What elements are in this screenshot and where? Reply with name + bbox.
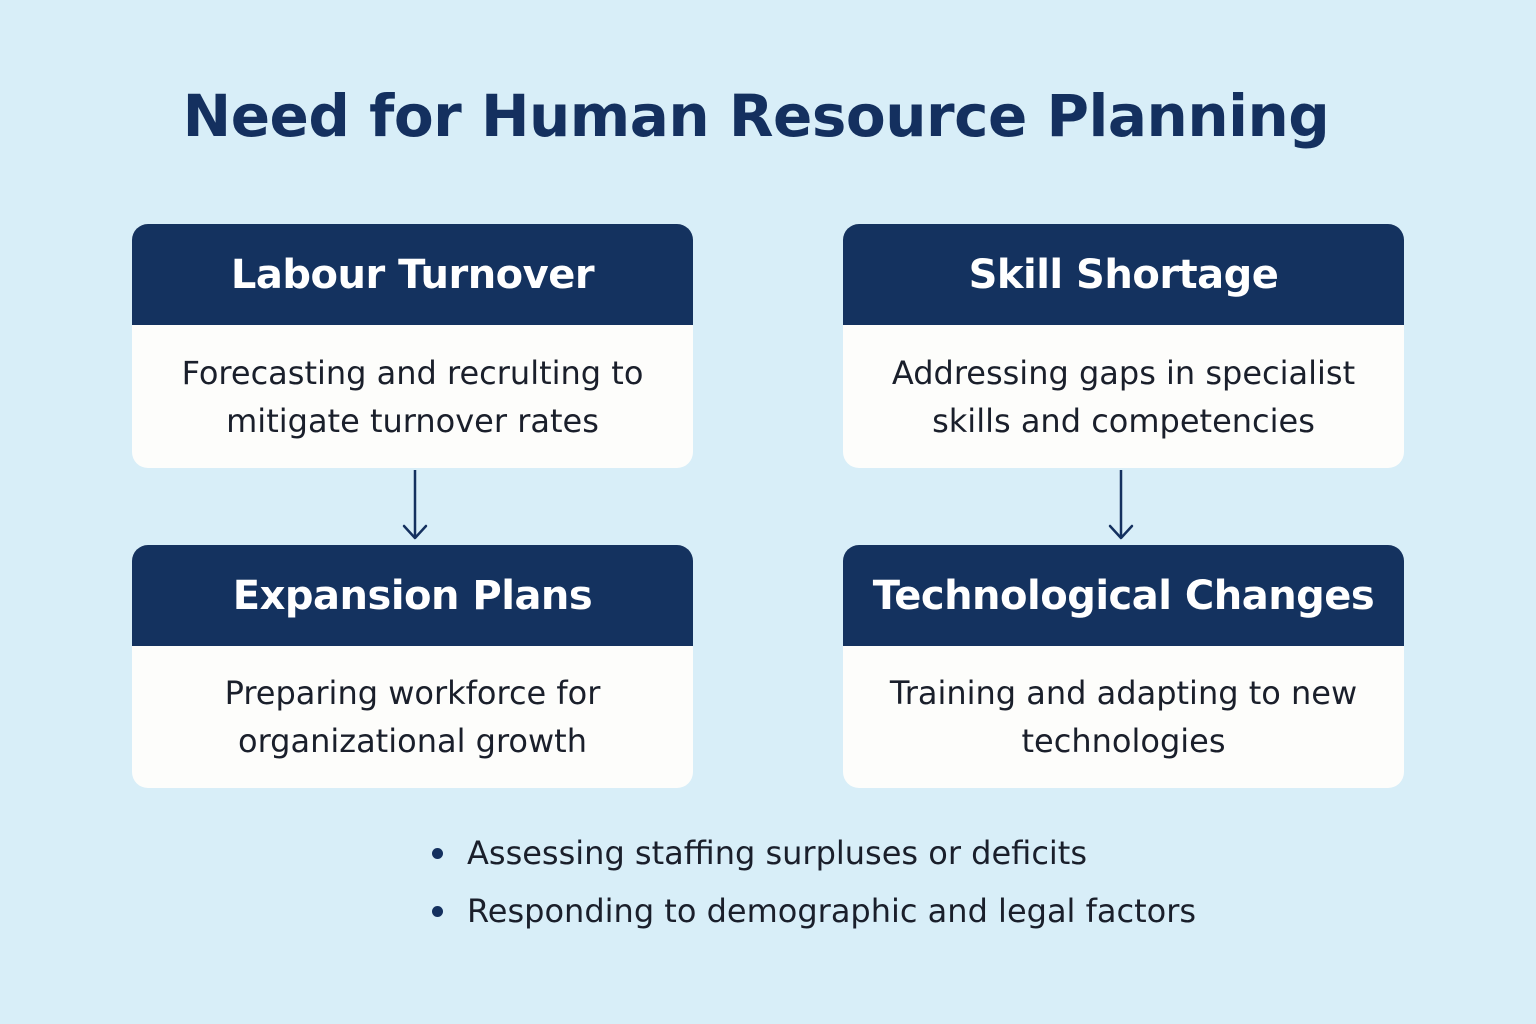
card-body: Training and adapting to new technologie… (843, 646, 1404, 788)
card-title: Technological Changes (843, 545, 1404, 646)
card-description: Forecasting and recrulting to mitigate t… (181, 353, 644, 440)
card-body: Forecasting and recrulting to mitigate t… (132, 325, 693, 468)
arrow-down-icon (1108, 470, 1134, 540)
bullet-item: Assessing staffing surpluses or deficits (430, 828, 1196, 886)
bullet-text: Responding to demographic and legal fact… (467, 892, 1197, 930)
card-title: Labour Turnover (132, 224, 693, 325)
card-technological-changes: Technological Changes Training and adapt… (843, 545, 1404, 788)
card-labour-turnover: Labour Turnover Forecasting and recrulti… (132, 224, 693, 468)
card-description: Preparing workforce for organizational g… (224, 674, 601, 760)
arrow-down-icon (402, 470, 428, 540)
card-body: Preparing workforce for organizational g… (132, 646, 693, 788)
bullet-item: Responding to demographic and legal fact… (430, 886, 1196, 944)
page-title: Need for Human Resource Planning (182, 82, 1330, 150)
card-title: Expansion Plans (132, 545, 693, 646)
card-body: Addressing gaps in specialist skills and… (843, 325, 1404, 468)
card-description: Addressing gaps in specialist skills and… (891, 353, 1356, 440)
bullet-text: Assessing staffing surpluses or deficits (467, 834, 1088, 872)
bullet-dot-icon (432, 848, 443, 859)
bullet-list: Assessing staffing surpluses or deficits… (430, 828, 1196, 944)
card-description: Training and adapting to new technologie… (889, 674, 1358, 760)
bullet-dot-icon (432, 906, 443, 917)
card-expansion-plans: Expansion Plans Preparing workforce for … (132, 545, 693, 788)
card-skill-shortage: Skill Shortage Addressing gaps in specia… (843, 224, 1404, 468)
card-title: Skill Shortage (843, 224, 1404, 325)
